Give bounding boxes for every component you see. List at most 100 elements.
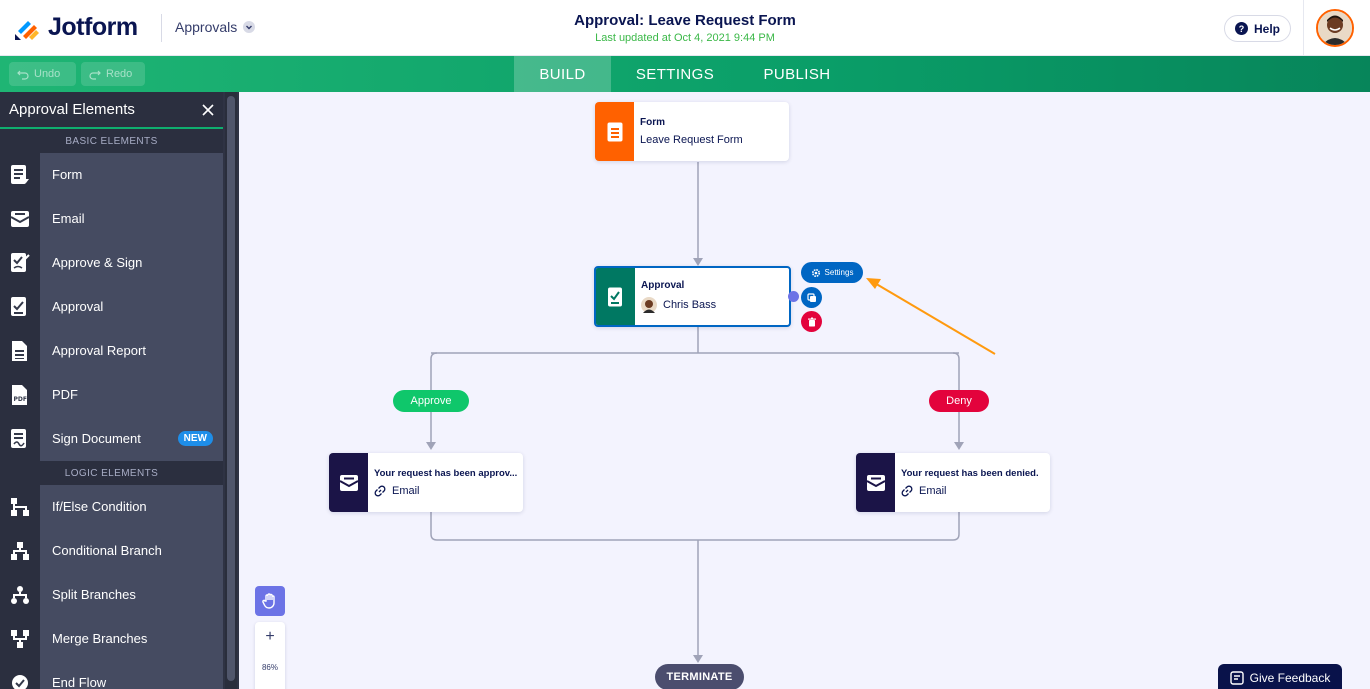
zoom-controls: + 86% −: [255, 586, 285, 689]
node-type-label: Form: [640, 117, 665, 128]
sidebar-scrollbar-thumb[interactable]: [227, 96, 235, 681]
form-node[interactable]: Form Leave Request Form: [595, 102, 789, 161]
link-icon: [901, 485, 913, 497]
delete-node-button[interactable]: [801, 311, 822, 332]
sidebar-item-conditional-branch[interactable]: Conditional Branch: [0, 528, 223, 573]
sidebar-item-label: Approval Report: [52, 343, 146, 358]
feedback-icon: [1229, 671, 1244, 685]
app-switcher[interactable]: Approvals: [175, 19, 256, 35]
chevron-down-icon: [243, 21, 256, 33]
svg-text:PDF: PDF: [14, 396, 27, 403]
approve-sign-icon: [0, 240, 40, 285]
close-icon[interactable]: [202, 103, 214, 116]
report-icon: [0, 328, 40, 373]
form-node-icon: [595, 102, 634, 161]
header-divider: [161, 14, 162, 42]
sidebar-item-approval[interactable]: Approval: [0, 284, 223, 329]
sidebar-item-label: Merge Branches: [52, 631, 148, 646]
assignee-name: Chris Bass: [663, 299, 717, 311]
sidebar-item-label: Sign Document: [52, 431, 141, 446]
node-type-label: Your request has been approv...: [374, 468, 518, 479]
zoom-level: 86%: [261, 662, 278, 672]
redo-button[interactable]: Redo: [81, 62, 145, 86]
feedback-label: Give Feedback: [1249, 671, 1331, 685]
last-updated-text: Last updated at Oct 4, 2021 9:44 PM: [595, 32, 775, 44]
flow-connectors: [426, 162, 996, 663]
tab-publish[interactable]: PUBLISH: [763, 65, 831, 83]
undo-icon: [17, 70, 29, 80]
pdf-icon: PDF: [0, 372, 40, 417]
tab-build[interactable]: BUILD: [514, 56, 611, 92]
node-channel-label: Email: [919, 485, 947, 497]
terminate-node[interactable]: TERMINATE: [655, 664, 744, 689]
settings-label: Settings: [824, 268, 854, 277]
denied-email-node[interactable]: Your request has been denied. Email: [856, 453, 1050, 512]
sidebar-item-label: If/Else Condition: [52, 499, 147, 514]
sidebar-item-merge-branches[interactable]: Merge Branches: [0, 616, 223, 661]
zoom-box: + 86% −: [255, 622, 285, 689]
sidebar-item-label: Approval: [52, 299, 104, 314]
approve-branch-label[interactable]: Approve: [393, 390, 469, 412]
approval-icon: [0, 284, 40, 329]
node-channel: Email: [901, 485, 1039, 497]
logic-elements-heading: LOGIC ELEMENTS: [0, 461, 223, 485]
sign-document-icon: [0, 416, 40, 461]
sidebar-item-label: Form: [52, 167, 83, 182]
give-feedback-button[interactable]: Give Feedback: [1218, 664, 1342, 689]
help-button[interactable]: ? Help: [1224, 15, 1291, 42]
sidebar-item-sign-document[interactable]: Sign Document NEW: [0, 416, 223, 461]
help-icon: ?: [1234, 22, 1248, 35]
zoom-in-button[interactable]: +: [265, 628, 275, 645]
elements-panel: Approval Elements BASIC ELEMENTS Form Em…: [0, 92, 223, 689]
gear-icon: [811, 268, 820, 277]
page-title: Approval: Leave Request Form: [574, 12, 796, 29]
redo-label: Redo: [106, 68, 133, 80]
basic-elements-heading: BASIC ELEMENTS: [0, 129, 223, 153]
split-branches-icon: [0, 572, 40, 617]
sidebar-item-label: Email: [52, 211, 85, 226]
flow-canvas[interactable]: Form Leave Request Form Approval Chris B…: [239, 92, 1370, 689]
sidebar-item-if-else[interactable]: If/Else Condition: [0, 484, 223, 529]
node-settings-button[interactable]: Settings: [801, 262, 863, 283]
node-channel: Email: [374, 485, 517, 497]
pan-tool-button[interactable]: [255, 586, 285, 616]
elements-sidebar: Approval Elements BASIC ELEMENTS Form Em…: [0, 92, 239, 689]
undo-label: Undo: [34, 68, 61, 80]
tab-settings[interactable]: SETTINGS: [635, 65, 715, 83]
sidebar-item-pdf[interactable]: PDF PDF: [0, 372, 223, 417]
link-icon: [374, 485, 386, 497]
trash-icon: [807, 317, 816, 326]
email-node-icon: [329, 453, 368, 512]
email-node-icon: [856, 453, 895, 512]
sidebar-item-email[interactable]: Email: [0, 196, 223, 241]
sidebar-item-label: Conditional Branch: [52, 543, 162, 558]
approval-node-icon: [596, 268, 635, 325]
undo-button[interactable]: Undo: [9, 62, 76, 86]
approval-node[interactable]: Approval Chris Bass: [594, 266, 791, 327]
sidebar-item-split-branches[interactable]: Split Branches: [0, 572, 223, 617]
sidebar-item-approval-report[interactable]: Approval Report: [0, 328, 223, 373]
builder-toolbar: Undo Redo BUILD SETTINGS PUBLISH: [0, 56, 1370, 92]
duplicate-node-button[interactable]: [801, 287, 822, 308]
email-icon: [0, 196, 40, 241]
deny-branch-label[interactable]: Deny: [929, 390, 989, 412]
user-avatar[interactable]: [1316, 9, 1354, 47]
app-header: Jotform Approvals Approval: Leave Reques…: [0, 0, 1370, 56]
copy-icon: [806, 292, 816, 302]
help-label: Help: [1253, 21, 1280, 36]
jotform-logo[interactable]: Jotform: [14, 13, 138, 42]
sidebar-item-label: End Flow: [52, 675, 107, 689]
sidebar-title: Approval Elements: [9, 101, 135, 118]
sidebar-item-end-flow[interactable]: End Flow: [0, 660, 223, 689]
app-switcher-label: Approvals: [175, 19, 238, 35]
new-badge: NEW: [177, 431, 213, 446]
sidebar-item-label: Split Branches: [52, 587, 136, 602]
if-else-icon: [0, 484, 40, 529]
sidebar-item-form[interactable]: Form: [0, 152, 223, 197]
sidebar-item-approve-sign[interactable]: Approve & Sign: [0, 240, 223, 285]
node-name: Leave Request Form: [640, 134, 743, 146]
node-type-label: Your request has been denied.: [901, 468, 1039, 479]
connection-handle[interactable]: [788, 291, 799, 302]
approved-email-node[interactable]: Your request has been approv... Email: [329, 453, 523, 512]
hand-icon: [262, 593, 275, 609]
